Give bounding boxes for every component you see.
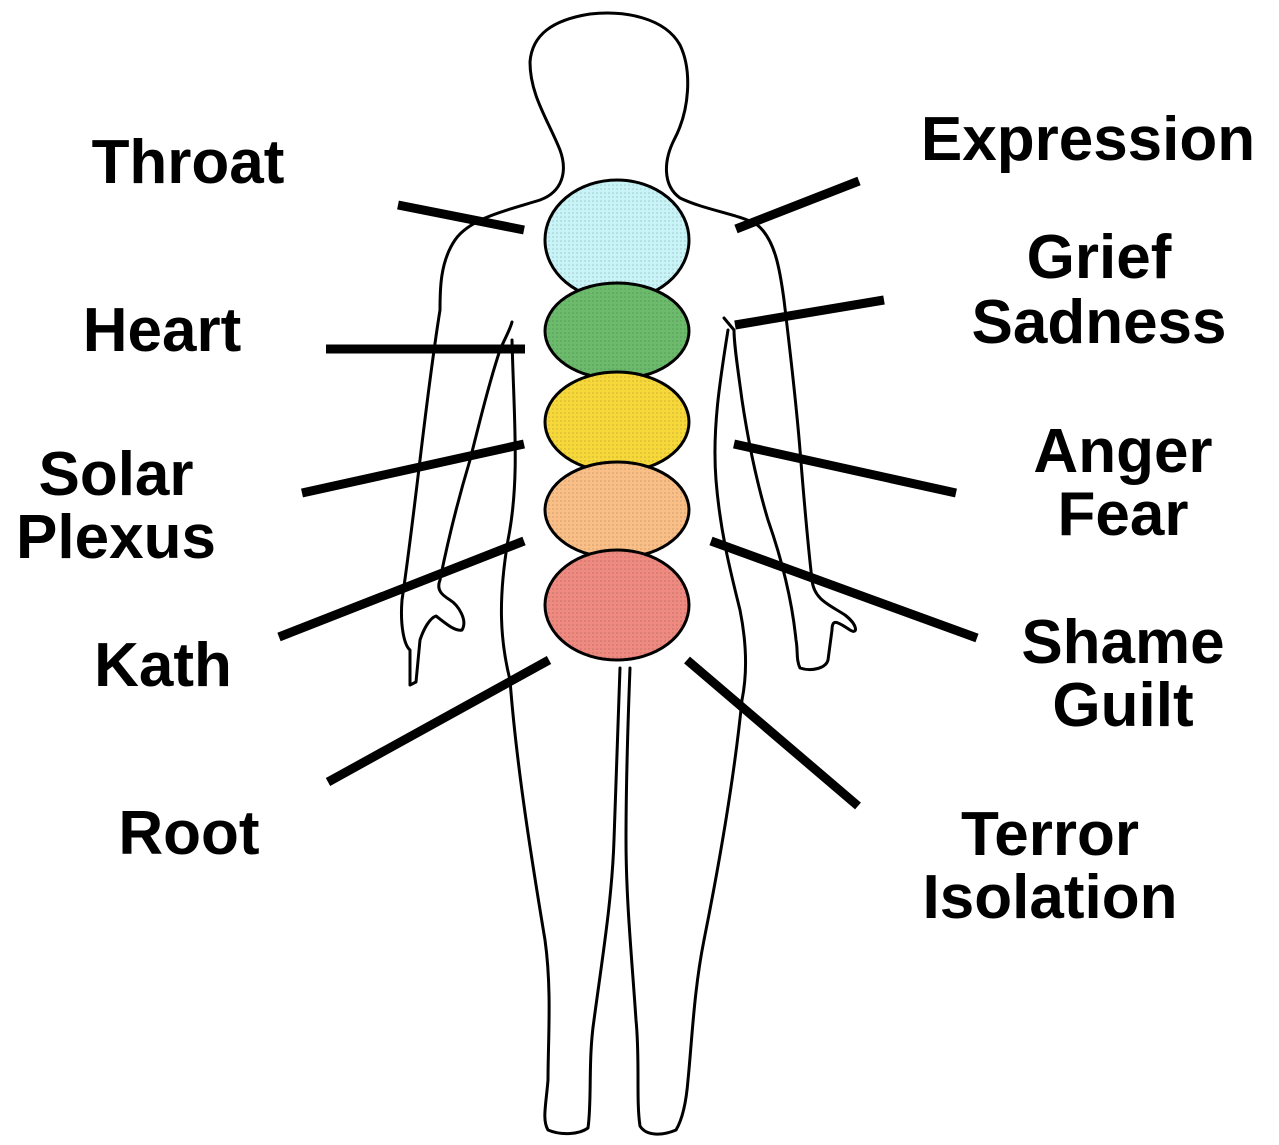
kath-chakra-texture	[545, 462, 689, 558]
anger-fear-leader	[734, 444, 956, 493]
solar-plexus-leader	[302, 444, 524, 493]
chakra-stack	[545, 180, 689, 660]
grief-label: Grief	[1027, 223, 1172, 292]
left-leg-outline	[510, 668, 620, 1134]
chakra-labels: Throat Heart Solar Plexus Kath Root	[16, 128, 284, 868]
left-torso-outline	[501, 340, 515, 680]
root-chakra-texture	[545, 550, 689, 660]
solar-plexus-label-line-1: Solar	[38, 440, 193, 509]
throat-leader	[398, 205, 524, 230]
root-leader	[328, 660, 549, 782]
root-label: Root	[118, 799, 259, 868]
grief-sadness-leader	[735, 300, 884, 325]
solar-plexus-chakra-texture	[545, 372, 689, 472]
sadness-label: Sadness	[971, 288, 1226, 357]
emotion-labels: Expression Grief Sadness Anger Fear Sham…	[921, 105, 1255, 932]
right-arm-outline	[724, 300, 855, 670]
heart-chakra-texture	[545, 283, 689, 379]
shame-label: Shame	[1021, 608, 1224, 677]
left-arm-outline	[401, 310, 512, 685]
expression-leader	[736, 181, 859, 229]
throat-label: Throat	[92, 128, 285, 197]
guilt-label: Guilt	[1052, 671, 1193, 740]
shame-guilt-leader	[711, 541, 977, 638]
heart-label: Heart	[83, 296, 242, 365]
anger-label: Anger	[1033, 417, 1212, 486]
isolation-label: Isolation	[923, 863, 1178, 932]
solar-plexus-label-line-2: Plexus	[16, 503, 216, 572]
terror-label: Terror	[961, 800, 1139, 869]
expression-label: Expression	[921, 105, 1255, 174]
kath-label: Kath	[94, 631, 232, 700]
fear-label: Fear	[1058, 480, 1189, 549]
right-leg-outline	[626, 668, 742, 1134]
terror-isolation-leader	[687, 660, 858, 806]
